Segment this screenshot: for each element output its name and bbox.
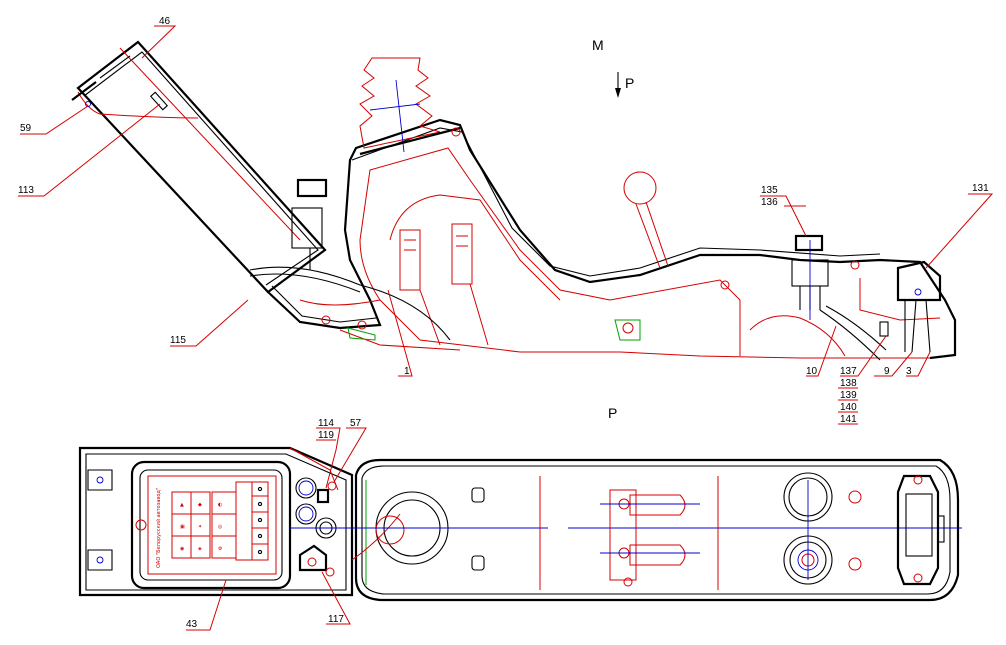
callout-140: 140 [840, 402, 857, 413]
console-body [267, 118, 957, 360]
callout-138: 138 [840, 378, 857, 389]
console-cover [340, 458, 962, 602]
arrow-label: P [625, 75, 634, 91]
svg-text:◎: ◎ [218, 524, 223, 530]
control-panel-body [78, 446, 354, 597]
switch-panel: ▲ ◆ ▣ ✶ ◉ ◈ ◐ ◎ ⚙ ОАО "Белорусский автоз… [130, 460, 292, 590]
inner-cylinders [399, 223, 489, 346]
switch-grid: ▲ ◆ ▣ ✶ ◉ ◈ ◐ ◎ ⚙ [171, 481, 269, 561]
callout-135: 135 [761, 185, 778, 196]
svg-text:◈: ◈ [198, 546, 202, 552]
callout-113: 113 [18, 185, 34, 196]
gear-knob [623, 171, 669, 269]
svg-text:✶: ✶ [198, 524, 202, 530]
cables [249, 266, 889, 361]
callout-137: 137 [840, 366, 857, 377]
section-label: M [592, 37, 604, 53]
leader-lines [18, 25, 994, 631]
maker-text: ОАО "Белорусский автозавод" [155, 488, 162, 568]
switch-assembly [791, 234, 829, 320]
side-view [71, 40, 957, 361]
callout-141: 141 [840, 414, 857, 425]
callout-114: 114 [318, 418, 334, 429]
key-switch [291, 178, 328, 270]
callout-10: 10 [806, 366, 818, 377]
svg-text:◉: ◉ [180, 546, 184, 552]
green-bracket [347, 319, 641, 341]
connector-131 [896, 260, 942, 353]
callout-139: 139 [840, 390, 857, 401]
plan-view: ▲ ◆ ▣ ✶ ◉ ◈ ◐ ◎ ⚙ ОАО "Белорусский автоз… [78, 446, 962, 602]
callout-9: 9 [884, 366, 890, 377]
svg-text:⚙: ⚙ [218, 546, 223, 552]
small-controls [290, 477, 360, 577]
callout-136: 136 [761, 197, 778, 208]
svg-text:▣: ▣ [180, 524, 185, 530]
callout-115: 115 [170, 335, 186, 346]
callout-131: 131 [972, 183, 989, 194]
svg-text:▲: ▲ [180, 502, 184, 508]
callout-43: 43 [186, 619, 198, 630]
callout-labels: 46 59 113 115 1 135 136 131 10 137 138 1… [18, 16, 989, 630]
view-arrow [615, 72, 621, 98]
callout-1: 1 [404, 366, 410, 377]
lever-housing [71, 40, 327, 294]
maker-logo-icon [135, 519, 147, 531]
callout-46: 46 [159, 16, 171, 27]
callout-57: 57 [350, 418, 362, 429]
callout-3: 3 [906, 366, 912, 377]
svg-text:◆: ◆ [198, 502, 202, 508]
callout-119: 119 [318, 430, 334, 441]
callout-117: 117 [328, 614, 344, 625]
rubber-boot [359, 57, 461, 156]
svg-text:◐: ◐ [218, 502, 222, 508]
bolts [321, 127, 860, 330]
view-label: P [608, 405, 617, 421]
callout-59: 59 [20, 123, 32, 134]
